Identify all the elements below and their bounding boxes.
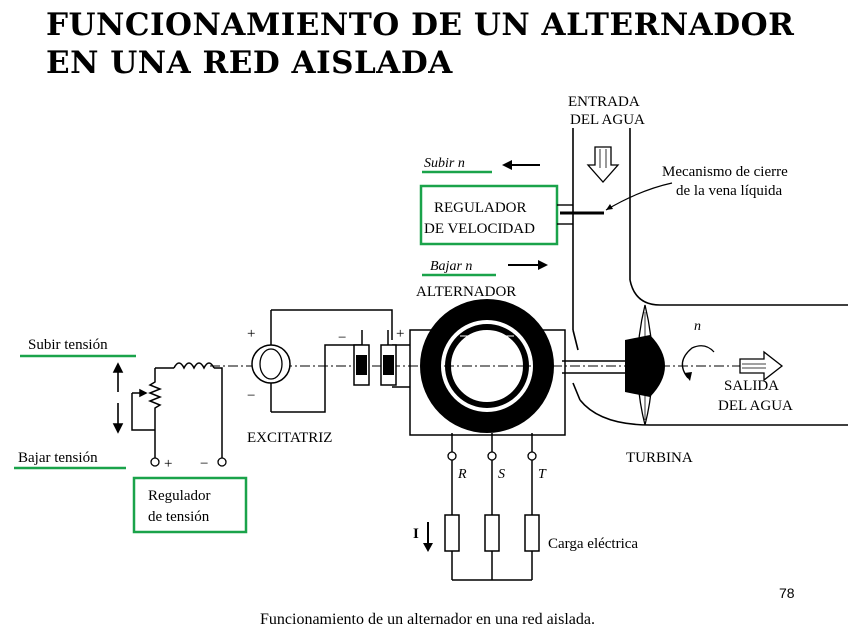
- speed-regulator-box: [419, 184, 559, 246]
- lower-speed-arrow-icon: [508, 260, 548, 270]
- voltage-regulator-label-2: de tensión: [148, 509, 210, 525]
- speed-regulator-label: REGULADOR: [434, 200, 527, 216]
- voltage-regulator-label: Regulador: [148, 488, 210, 504]
- water-outlet-arrow-icon: [739, 350, 784, 382]
- speed-regulator-label-2: DE VELOCIDAD: [424, 221, 535, 237]
- brush-plus: +: [396, 326, 404, 342]
- raise-voltage-label: Subir tensión: [28, 337, 108, 353]
- turbine: [625, 304, 665, 426]
- lower-voltage-label: Bajar tensión: [18, 450, 98, 466]
- brush-minus: −: [338, 330, 346, 346]
- exciter-label: EXCITATRIZ: [247, 430, 332, 446]
- title-line-1: FUNCIONAMIENTO DE UN ALTERNADOR: [46, 7, 795, 43]
- terminal-minus-label: −: [200, 456, 208, 472]
- voltage-adjust-arrow-icon: [112, 362, 124, 434]
- page-title: FUNCIONAMIENTO DE UN ALTERNADOR EN UNA R…: [46, 6, 826, 82]
- current-label: I: [413, 526, 419, 542]
- terminal-plus-label: +: [164, 456, 172, 472]
- water-outlet-label: SALIDA: [724, 378, 779, 394]
- terminal-s: [487, 451, 497, 461]
- alternator: [409, 299, 566, 436]
- phase-t-label: T: [538, 467, 547, 482]
- water-inlet-label-2: DEL AGUA: [570, 112, 645, 128]
- phase-r-label: R: [457, 467, 467, 482]
- shaft: [562, 360, 625, 374]
- water-outlet-label-2: DEL AGUA: [718, 398, 793, 414]
- exciter-minus: −: [247, 388, 255, 404]
- lower-speed-label: Bajar n: [430, 259, 472, 274]
- raise-speed-label: Subir n: [424, 156, 465, 171]
- water-inlet-label: ENTRADA: [568, 94, 640, 110]
- mechanism-label-2: de la vena líquida: [676, 183, 783, 199]
- phase-s-label: S: [498, 467, 505, 482]
- mechanism-pointer: [605, 182, 673, 211]
- exciter: [251, 310, 291, 412]
- phase-output: [451, 433, 533, 581]
- brushes: [353, 330, 397, 386]
- field-rheostat: [131, 362, 223, 458]
- page-number: 78: [779, 585, 795, 601]
- regulator-linkage: [557, 204, 573, 225]
- figure-caption: Funcionamiento de un alternador en una r…: [260, 611, 595, 628]
- mechanism-label: Mecanismo de cierre: [662, 164, 788, 180]
- title-line-2: EN UNA RED AISLADA: [46, 45, 453, 81]
- penstock: [572, 128, 848, 426]
- rotation-arrow-icon: [681, 345, 715, 379]
- raise-speed-arrow-icon: [502, 160, 540, 170]
- terminal-plus: [150, 457, 160, 467]
- exciter-plus: +: [247, 326, 255, 342]
- alternator-label: ALTERNADOR: [416, 284, 516, 300]
- terminal-t: [527, 451, 537, 461]
- current-arrow-icon: [423, 522, 433, 552]
- turbine-label: TURBINA: [626, 450, 693, 466]
- load-label: Carga eléctrica: [548, 536, 638, 552]
- terminal-minus: [217, 457, 227, 467]
- load-resistors: [444, 514, 540, 552]
- terminal-r: [447, 451, 457, 461]
- rotation-n-label: n: [694, 319, 701, 334]
- voltage-regulator-box: [132, 476, 248, 534]
- water-inlet-arrow-icon: [586, 146, 620, 183]
